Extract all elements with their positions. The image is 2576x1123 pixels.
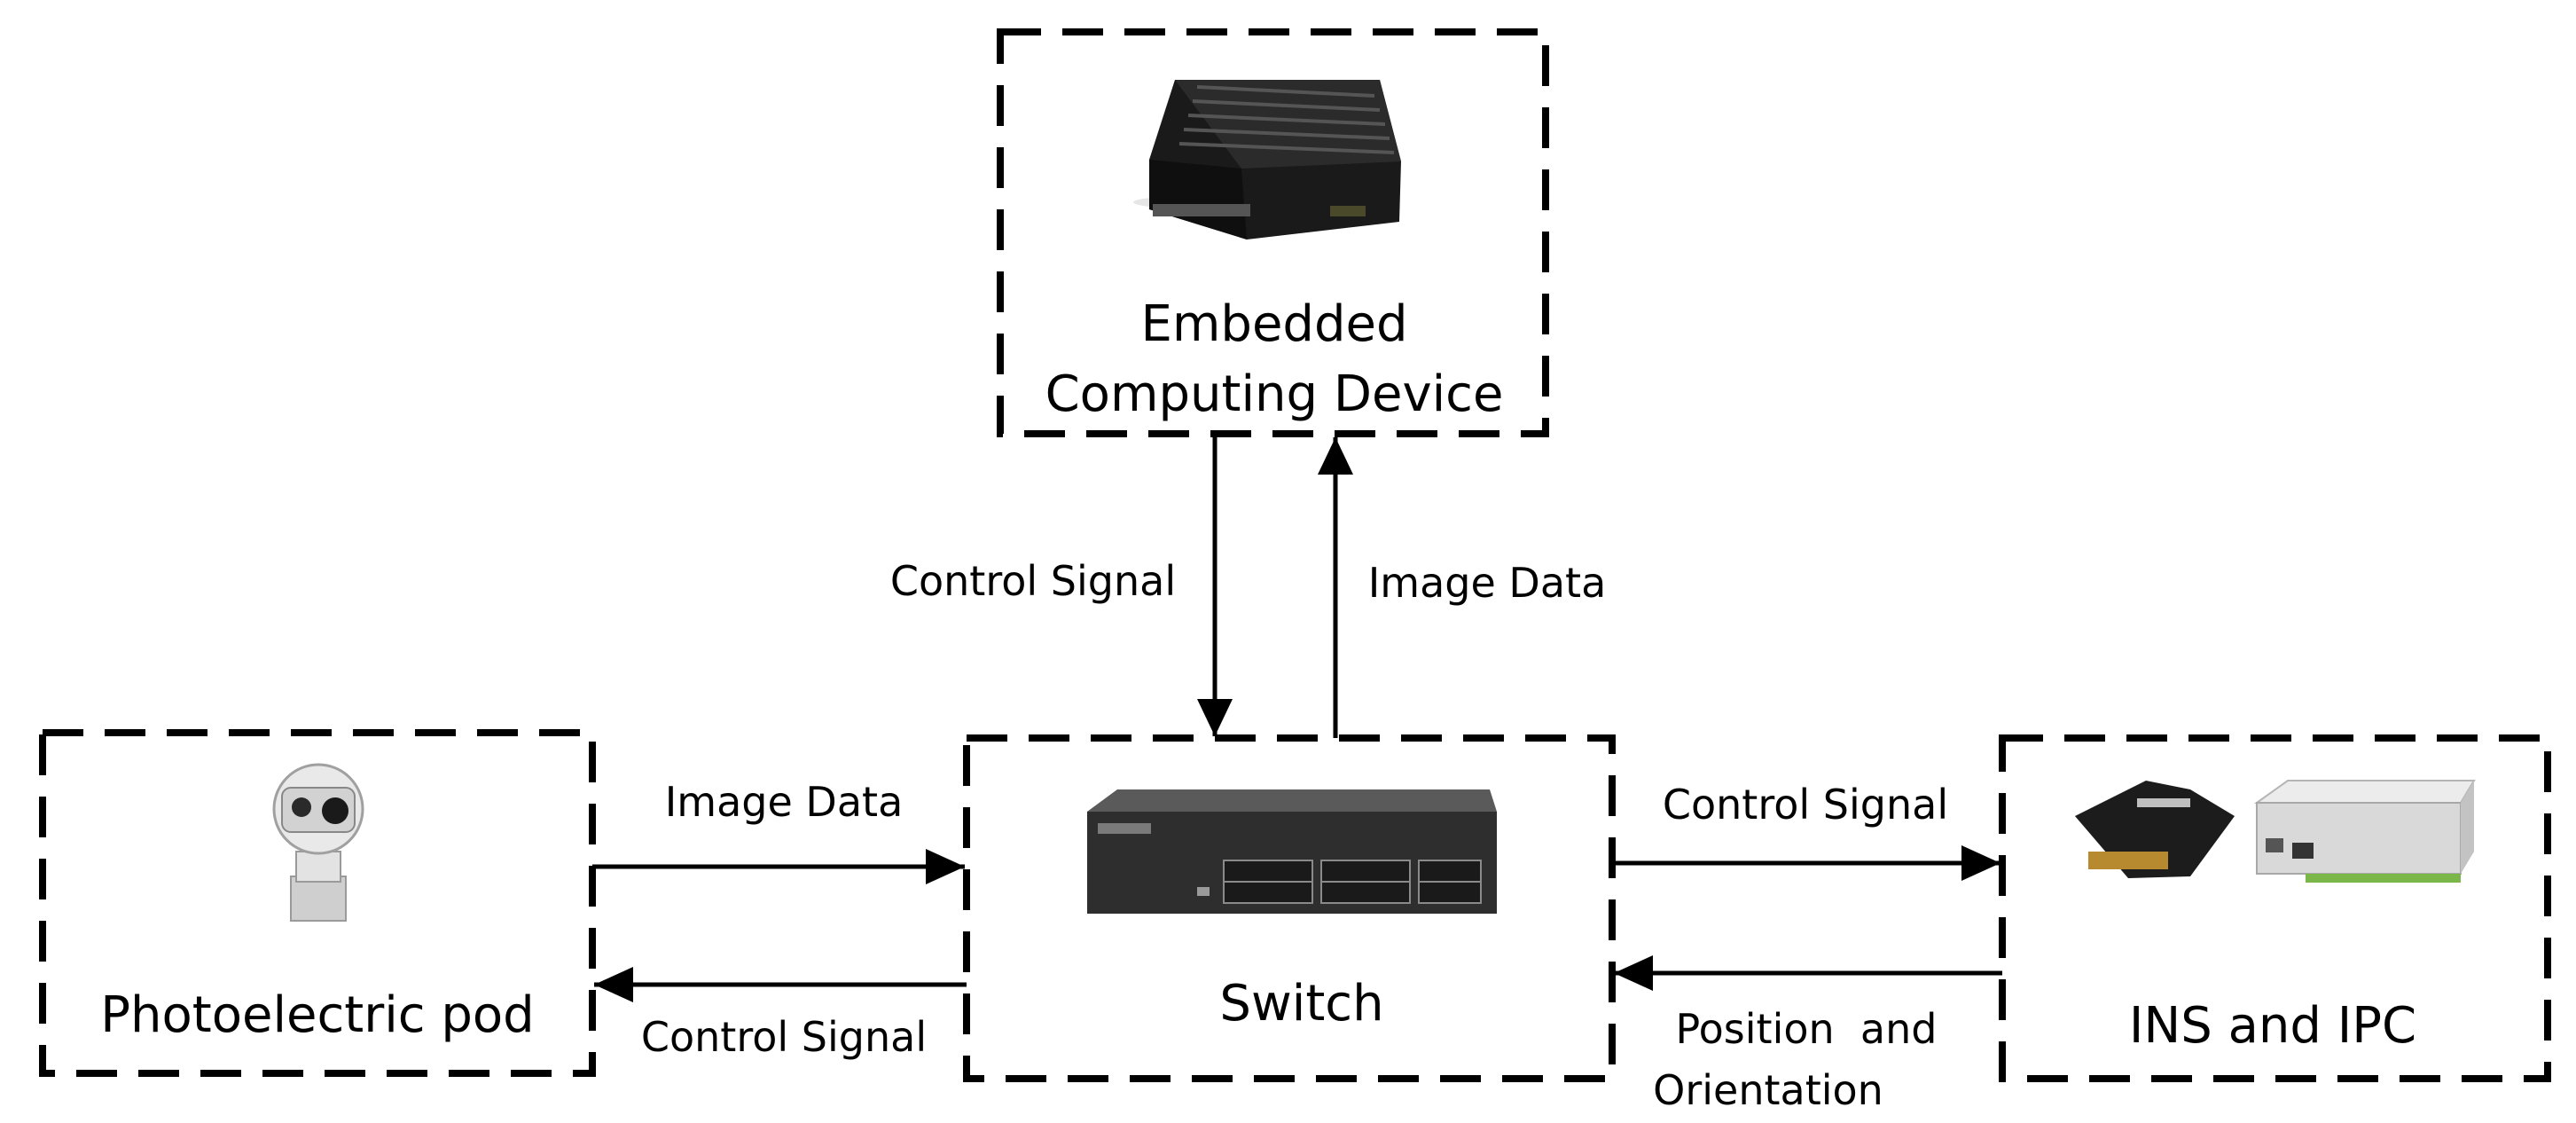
embedded-device-label-line2: Computing Device: [1045, 365, 1504, 423]
photoelectric-pod-label: Photoelectric pod: [100, 986, 534, 1044]
arrowhead-switch-to-ins: [1961, 845, 2001, 881]
edge-label-image-data-left: Image Data: [665, 778, 904, 826]
arrowhead-switch-to-embedded: [1318, 437, 1353, 475]
switch-box: [963, 734, 1616, 1082]
ins-and-ipc-box: [1999, 734, 2551, 1082]
ins-and-ipc-icon: [2075, 780, 2476, 883]
arrowhead-embedded-to-switch: [1197, 699, 1233, 736]
edge-label-control-signal-top: Control Signal: [890, 557, 1176, 605]
network-switch-icon: [1087, 789, 1497, 914]
edge-label-control-signal-right: Control Signal: [1663, 781, 1948, 829]
embedded-computing-device-box: [997, 28, 1549, 437]
arrowhead-pod-to-switch: [926, 849, 965, 884]
camera-pod-icon: [272, 763, 364, 922]
ins-and-ipc-label: INS and IPC: [2129, 997, 2416, 1055]
arrowhead-switch-to-pod: [594, 967, 633, 1002]
photoelectric-pod-box: [39, 729, 596, 1077]
embedded-computer-icon: [1133, 80, 1401, 240]
edge-label-position-line1: Position and: [1676, 1005, 1938, 1053]
edge-label-position-line2: Orientation: [1653, 1066, 1883, 1114]
switch-label: Switch: [1219, 975, 1383, 1033]
edge-label-image-data-top: Image Data: [1368, 559, 1607, 607]
embedded-device-label-line1: Embedded: [1140, 295, 1407, 353]
arrowhead-ins-to-switch: [1614, 955, 1653, 991]
edge-label-control-signal-left: Control Signal: [641, 1013, 927, 1061]
